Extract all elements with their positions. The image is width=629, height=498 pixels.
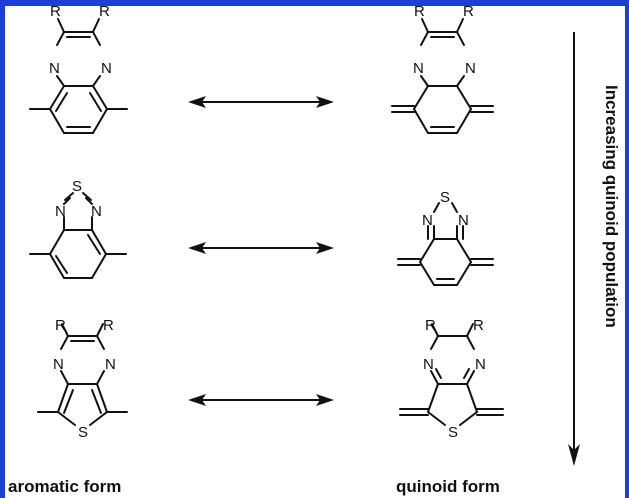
n-label: N [423,356,434,373]
side-label: Increasing quinoid population [602,85,621,328]
r-label: R [103,317,114,334]
s-label: S [78,424,88,441]
n-label: N [53,356,64,373]
r-label: R [414,3,425,20]
resonance-arrow [188,394,334,406]
r-label: R [463,3,474,20]
n-label: N [422,212,433,229]
n-label: N [475,356,486,373]
r-label: R [55,317,66,334]
r-label: R [50,3,61,20]
n-label: N [413,60,424,77]
n-label: N [105,356,116,373]
quinoxaline-quinoid: R R N N [391,3,494,134]
n-label: N [465,60,476,77]
s-label: S [72,178,82,195]
r-label: R [473,317,484,334]
benzothiadiazole-aromatic: S N N [29,178,127,279]
resonance-arrow [188,242,334,254]
benzothiadiazole-quinoid: S N N [397,189,494,286]
n-label: N [49,60,60,77]
quinoxaline-aromatic: R R N N [29,3,128,134]
s-label: S [448,424,458,441]
n-label: N [101,60,112,77]
resonance-arrow [188,96,334,108]
r-label: R [99,3,110,20]
thienopyrazine-aromatic: R R N N S [37,317,128,441]
r-label: R [425,317,436,334]
caption-quinoid: quinoid form [396,477,500,496]
thienopyrazine-quinoid: R R N N S [399,317,504,441]
trend-arrow [568,32,580,466]
caption-aromatic: aromatic form [8,477,121,496]
s-label: S [440,189,450,206]
n-label: N [458,212,469,229]
n-label: N [55,203,66,220]
n-label: N [91,203,102,220]
